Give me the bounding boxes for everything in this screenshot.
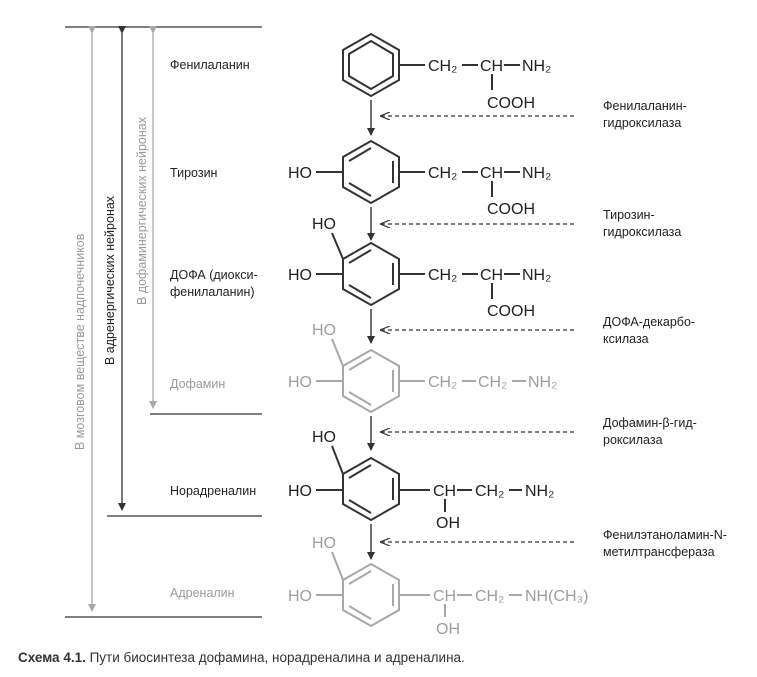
molecule-dopamine: HO HO CH₂ CH₂ NH₂ xyxy=(288,322,557,414)
group-ch-6: CH xyxy=(433,588,456,605)
group-oh-6: OH xyxy=(436,621,460,638)
group-ch2-2: CH₂ xyxy=(428,165,457,182)
compound-label-tyrosine: Тирозин xyxy=(170,166,218,180)
caption-text: Пути биосинтеза дофамина, норадреналина … xyxy=(85,650,465,665)
benzene-ring-5 xyxy=(342,456,400,522)
compound-label-dopa-line1: ДОФА (диокси- xyxy=(170,268,258,282)
group-oh-5: OH xyxy=(436,515,460,532)
group-ho-4b: HO xyxy=(288,374,312,391)
group-ho-5b: HO xyxy=(288,483,312,500)
range-label-adrenergic: В адренергических нейронах xyxy=(103,195,117,365)
caption-label: Схема 4.1. xyxy=(18,650,86,665)
group-ch-5: CH xyxy=(433,483,456,500)
group-cooh-1: COOH xyxy=(487,95,535,112)
compound-label-dopamine: Дофамин xyxy=(170,377,225,391)
group-ch2-4b: CH₂ xyxy=(478,374,507,391)
compound-label-adrenaline: Адреналин xyxy=(170,586,235,600)
molecule-dopa: HO HO CH₂ CH NH₂ COOH xyxy=(288,216,551,320)
group-nh2-5: NH₂ xyxy=(525,483,554,500)
enzyme-label-3-line2: ксилаза xyxy=(603,332,649,346)
benzene-ring-6 xyxy=(342,562,400,628)
group-ho-2: HO xyxy=(288,165,312,182)
group-ch2-1: CH₂ xyxy=(428,58,457,75)
compound-label-dopa-line2: фенилаланин) xyxy=(170,285,255,299)
enzyme-label-5-line2: метилтрансфераза xyxy=(603,545,715,559)
group-ho-3b: HO xyxy=(288,267,312,284)
group-ch-2: CH xyxy=(480,165,503,182)
benzene-ring-1-inner xyxy=(348,39,394,91)
benzene-ring-3 xyxy=(342,241,400,307)
molecule-phenylalanine: CH₂ CH NH₂ COOH xyxy=(342,32,551,112)
group-ch-3: CH xyxy=(480,267,503,284)
enzyme-label-4-line2: роксилаза xyxy=(603,433,663,447)
group-cooh-3: COOH xyxy=(487,303,535,320)
enzyme-label-2-line2: гидроксилаза xyxy=(603,225,681,239)
group-ch2-3: CH₂ xyxy=(428,267,457,284)
group-ho-5a: HO xyxy=(312,429,336,446)
figure-caption: Схема 4.1. Пути биосинтеза дофамина, нор… xyxy=(18,650,465,665)
molecule-adrenaline: HO HO CH CH₂ NH(CH₃) OH xyxy=(288,535,588,638)
enzyme-label-4-line1: Дофамин-β-гид- xyxy=(603,416,697,430)
group-ho-6a: HO xyxy=(312,535,336,552)
range-label-adrenal-medulla: В мозговом веществе надпочечников xyxy=(73,233,87,450)
range-label-dopaminergic: В дофаминергических нейронах xyxy=(135,116,149,305)
enzyme-label-5-line1: Фенилэтаноламин-N- xyxy=(603,528,727,542)
group-nh2-4: NH₂ xyxy=(528,374,557,391)
enzyme-label-1-line1: Фенилаланин- xyxy=(603,99,687,113)
group-cooh-2: COOH xyxy=(487,201,535,218)
group-nh2-2: NH₂ xyxy=(522,165,551,182)
benzene-ring-4 xyxy=(342,348,400,414)
benzene-ring-2 xyxy=(342,139,400,205)
compound-label-phenylalanine: Фенилаланин xyxy=(170,58,250,72)
group-ho-6b: HO xyxy=(288,588,312,605)
group-nhch3-6: NH(CH₃) xyxy=(525,588,588,605)
enzyme-label-1-line2: гидроксилаза xyxy=(603,116,681,130)
group-nh2-1: NH₂ xyxy=(522,58,551,75)
benzene-ring-1 xyxy=(342,32,400,98)
group-ho-3a: HO xyxy=(312,216,336,233)
group-ch2-4a: CH₂ xyxy=(428,374,457,391)
molecule-noradrenaline: HO HO CH CH₂ NH₂ OH xyxy=(288,429,554,532)
group-nh2-3: NH₂ xyxy=(522,267,551,284)
group-ch2-5: CH₂ xyxy=(475,483,504,500)
compound-label-noradrenaline: Норадреналин xyxy=(170,484,256,498)
molecule-tyrosine: HO CH₂ CH NH₂ COOH xyxy=(288,139,551,218)
group-ch2-6: CH₂ xyxy=(475,588,504,605)
enzyme-label-2-line1: Тирозин- xyxy=(603,208,655,222)
group-ch-1: CH xyxy=(480,58,503,75)
group-ho-4a: HO xyxy=(312,322,336,339)
enzyme-label-3-line1: ДОФА-декарбо- xyxy=(603,315,695,329)
